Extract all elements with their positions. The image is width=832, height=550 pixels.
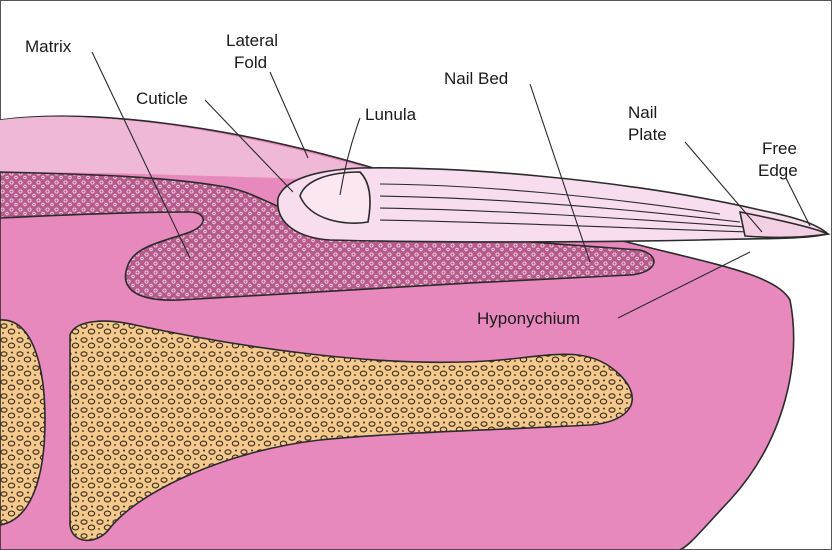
label-lateral-fold-line2: Fold xyxy=(234,53,267,72)
label-free-edge-line1: Free xyxy=(762,139,797,158)
label-hyponychium: Hyponychium xyxy=(477,309,580,328)
label-lunula: Lunula xyxy=(365,105,417,124)
label-nail-plate-line1: Nail xyxy=(628,103,657,122)
label-lateral-fold-line1: Lateral xyxy=(226,31,278,50)
label-free-edge-line2: Edge xyxy=(758,161,798,180)
label-nail-bed: Nail Bed xyxy=(444,69,508,88)
label-matrix: Matrix xyxy=(25,37,72,56)
label-nail-plate-line2: Plate xyxy=(628,125,667,144)
label-cuticle: Cuticle xyxy=(136,89,188,108)
